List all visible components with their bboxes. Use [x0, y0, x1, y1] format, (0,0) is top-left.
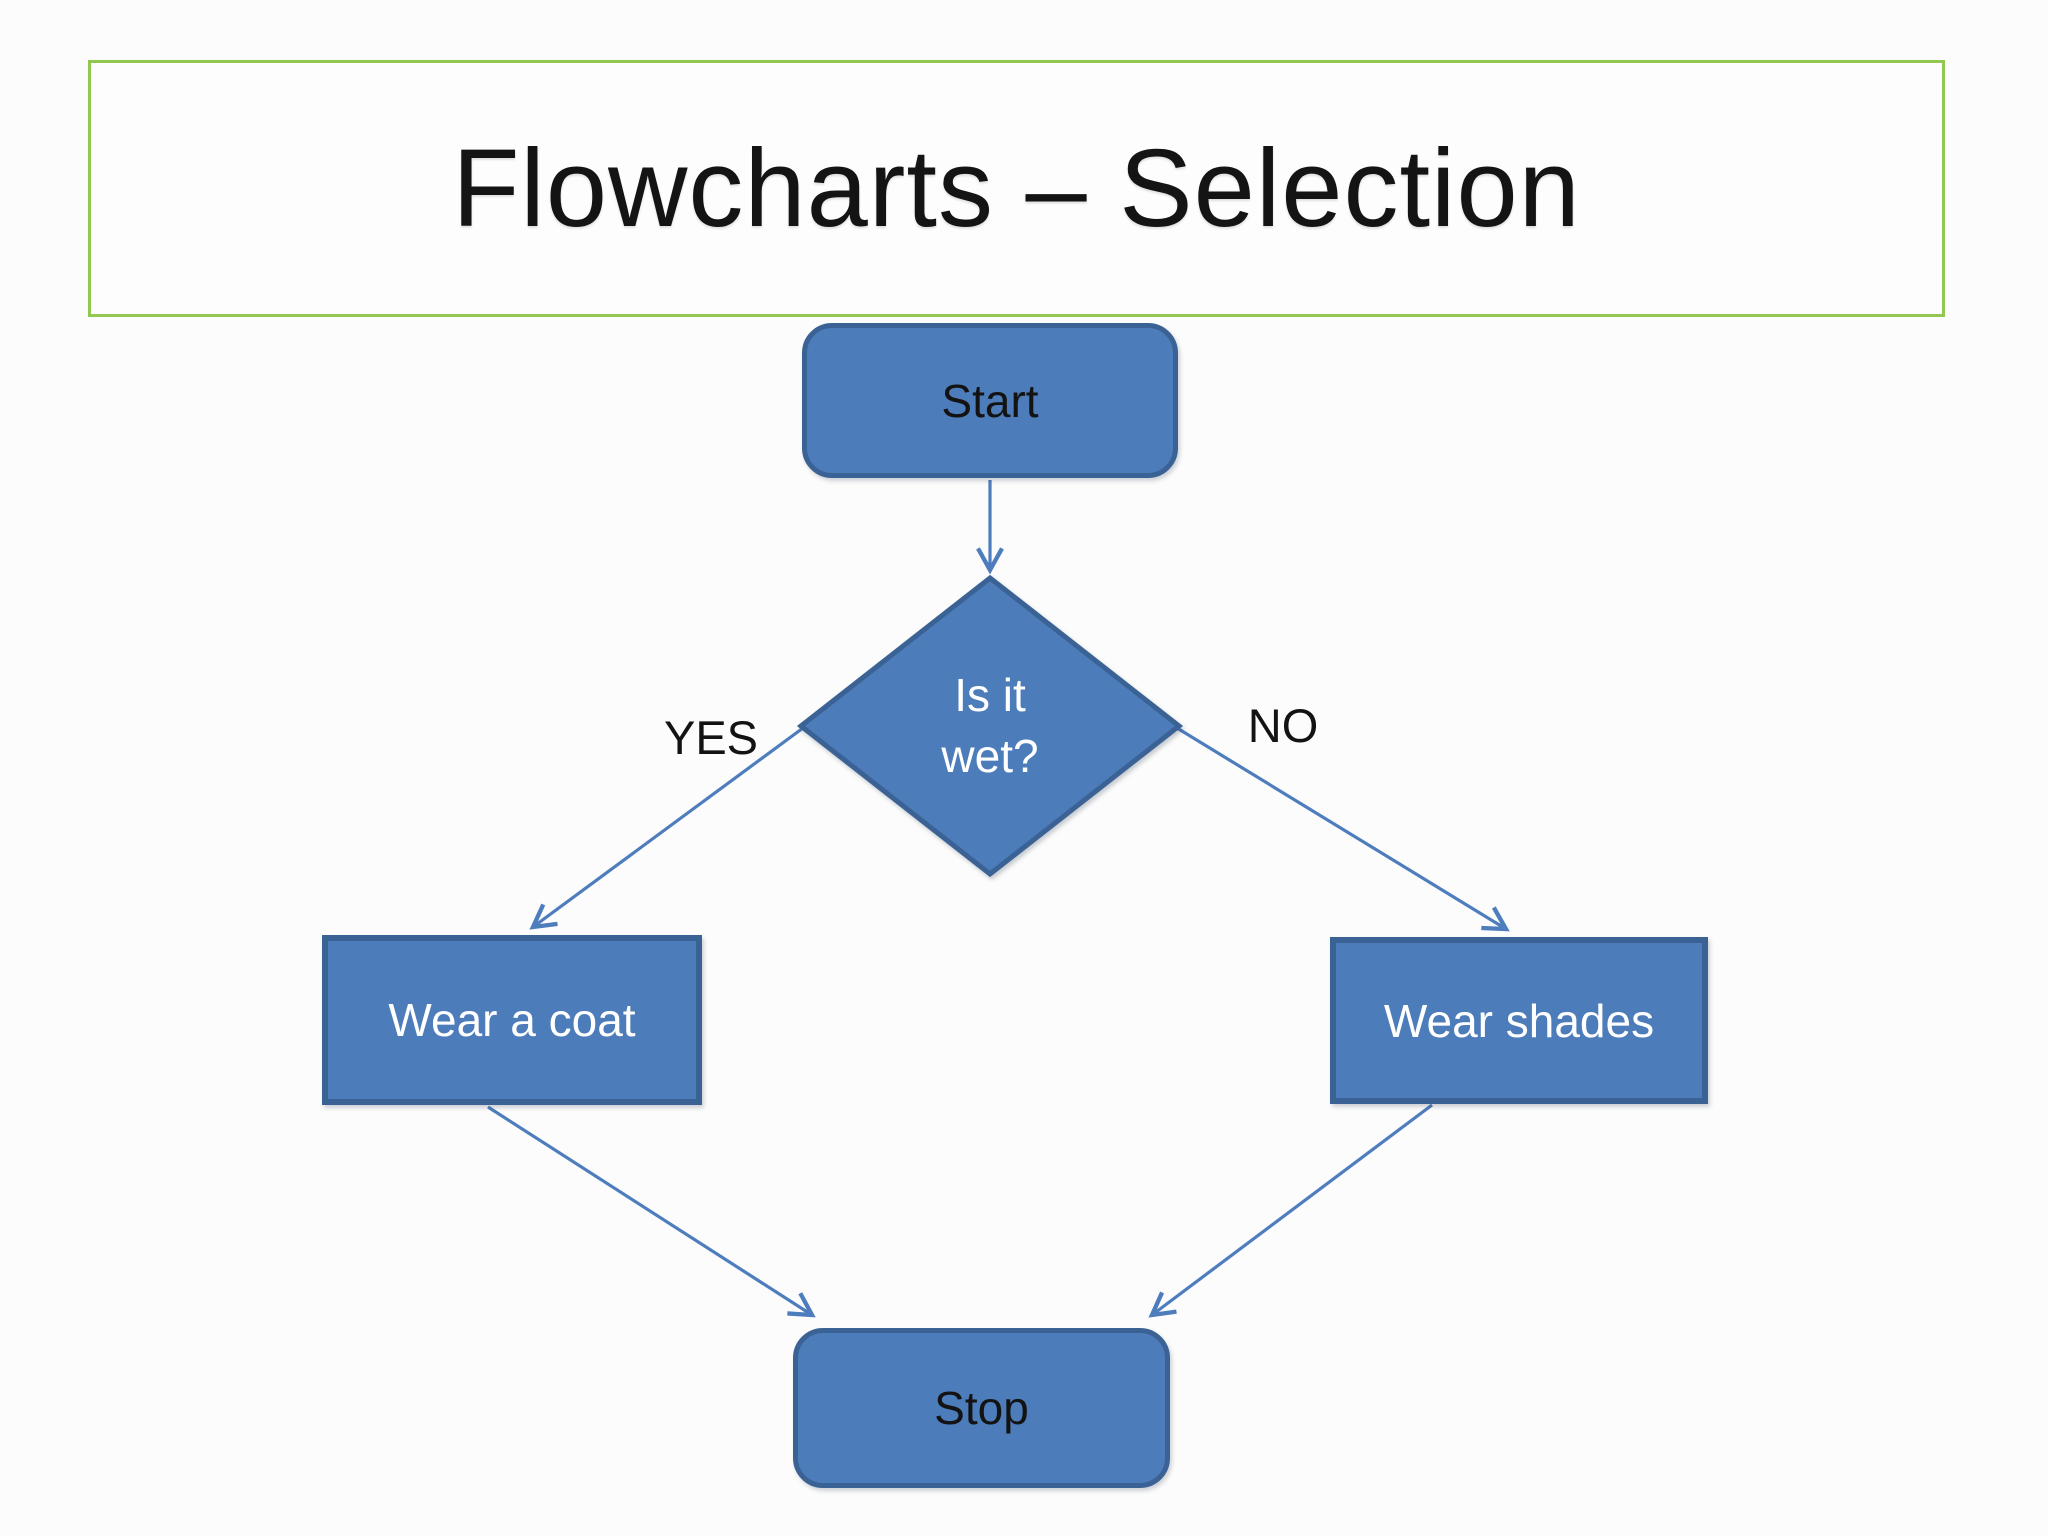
node-wear-shades: Wear shades [1330, 937, 1708, 1104]
title-box: Flowcharts – Selection [88, 60, 1945, 317]
edge-coat-to-stop [487, 1105, 816, 1318]
edge-decision-no-to-shades [1176, 726, 1510, 932]
edge-label-yes: YES [636, 709, 786, 765]
node-decision-line2: wet? [941, 730, 1039, 782]
node-start-label: Start [941, 374, 1039, 427]
node-wear-a-coat: Wear a coat [322, 935, 702, 1105]
node-decision-line1: Is it [954, 669, 1026, 722]
node-wear-shades-label: Wear shades [1383, 994, 1655, 1047]
edge-label-no: NO [1208, 697, 1358, 753]
node-start: Start [802, 323, 1178, 478]
edge-label-no-text: NO [1247, 698, 1319, 752]
edge-shades-to-stop [1148, 1103, 1433, 1318]
decision-diamond-shape [796, 574, 1184, 878]
edge-label-yes-text: YES [663, 710, 759, 764]
node-stop-label: Stop [934, 1382, 1029, 1434]
slide-title: Flowcharts – Selection [452, 127, 1581, 250]
node-wear-a-coat-label: Wear a coat [388, 994, 636, 1046]
node-stop: Stop [793, 1328, 1170, 1488]
node-decision-label: Is it wet? [860, 640, 1120, 812]
edge-decision-yes-to-coat [529, 726, 804, 930]
